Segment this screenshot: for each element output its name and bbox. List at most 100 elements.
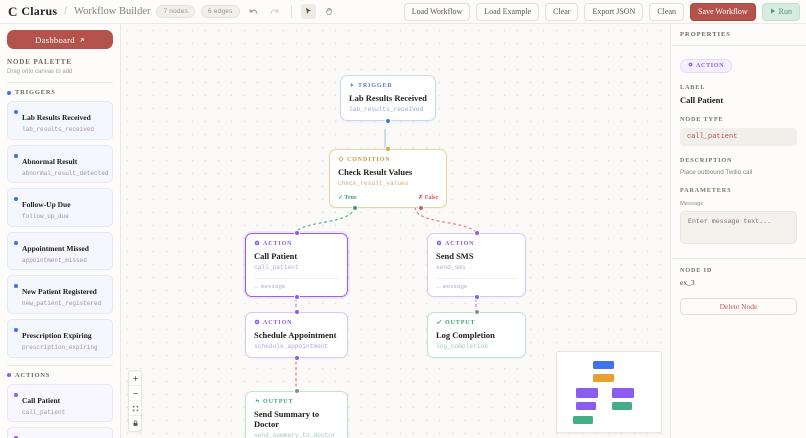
node-kind-label: ACTION: [445, 241, 475, 247]
lock-view-icon[interactable]: [129, 416, 141, 431]
dashboard-label: Dashboard: [35, 34, 75, 45]
delete-node-button[interactable]: Delete Node: [680, 297, 797, 315]
node-output-port[interactable]: [385, 117, 391, 124]
message-field-label: Message: [680, 200, 704, 207]
dashboard-button[interactable]: Dashboard: [7, 30, 113, 49]
node-kind-label: ACTION: [263, 320, 293, 326]
group-dot-icon: [7, 90, 11, 95]
palette-item-slug: appointment_missed: [22, 256, 87, 264]
pan-hand-icon[interactable]: [322, 4, 337, 19]
node-input-port[interactable]: [473, 230, 480, 236]
palette-item-dot-icon: [14, 327, 18, 332]
zoom-out-icon[interactable]: [129, 386, 141, 401]
branch-true-label: ✓ True: [338, 194, 357, 201]
undo-icon[interactable]: [246, 4, 261, 19]
node-kind-row: ACTION: [254, 240, 339, 248]
minimap-node: [576, 402, 596, 410]
nodeid-value: ex_3: [680, 277, 695, 287]
palette-item-label: Prescription Expiring: [22, 330, 92, 340]
export-json-button[interactable]: Export JSON: [584, 2, 644, 21]
canvas-node-send-sms[interactable]: ACTION Send SMS send_sms → message: [427, 230, 526, 300]
nodetype-field-heading: NODE TYPE: [680, 115, 724, 123]
minimap-node: [593, 361, 614, 369]
node-input-port[interactable]: [385, 146, 391, 152]
minimap[interactable]: [556, 351, 662, 433]
minimap-node: [593, 374, 614, 382]
run-button[interactable]: Run: [761, 2, 800, 21]
load-workflow-button[interactable]: Load Workflow: [403, 2, 471, 21]
palette-group-header-actions: ACTIONS: [7, 372, 113, 379]
palette-item-slug: follow_up_due: [22, 213, 69, 221]
nodeid-heading: NODE ID: [680, 266, 713, 274]
node-slug: send_summary_to_doctor: [254, 431, 336, 438]
minimap-node: [612, 388, 634, 398]
node-divider: [436, 277, 517, 279]
node-input-port[interactable]: [293, 230, 300, 236]
node-kind-label: OUTPUT: [263, 399, 294, 405]
brand[interactable]: C Clarus: [8, 4, 57, 19]
description-field-value: Place outbound Twilio call: [680, 168, 753, 176]
node-input-port[interactable]: [473, 309, 480, 315]
palette-item-dot-icon: [14, 392, 18, 397]
node-input-port[interactable]: [293, 388, 300, 394]
return-arrow-icon: [254, 398, 260, 406]
minimap-node: [612, 402, 632, 410]
parameters-heading: PARAMETERS: [680, 186, 732, 194]
label-field-value[interactable]: Call Patient: [680, 94, 724, 105]
node-output-port[interactable]: [293, 293, 300, 300]
fit-view-icon[interactable]: [129, 401, 141, 416]
check-icon: [436, 319, 442, 327]
palette-item-label: Abnormal Result: [22, 156, 78, 166]
node-slug: call_patient: [254, 263, 299, 271]
load-example-button[interactable]: Load Example: [476, 2, 540, 21]
canvas-node-condition[interactable]: CONDITION Check Result Values check_resu…: [329, 146, 447, 211]
node-input-port[interactable]: [293, 309, 300, 315]
branch-false-port[interactable]: [418, 204, 424, 211]
clear-button[interactable]: Clear: [545, 2, 579, 21]
message-input[interactable]: [680, 210, 797, 244]
node-kind-label: CONDITION: [347, 157, 391, 163]
node-kind-label: ACTION: [263, 241, 293, 247]
gear-icon: [254, 240, 260, 248]
canvas-node-call-patient[interactable]: ACTION Call Patient call_patient → messa…: [245, 230, 348, 300]
workflow-canvas[interactable]: TRIGGER Lab Results Received lab_results…: [121, 24, 670, 438]
node-output-port[interactable]: [293, 354, 300, 361]
canvas-node-trigger[interactable]: TRIGGER Lab Results Received lab_results…: [340, 75, 436, 124]
redo-icon[interactable]: [267, 4, 282, 19]
clarus-logo-icon: C: [8, 4, 18, 19]
clean-button[interactable]: Clean: [649, 2, 684, 21]
node-divider: [254, 277, 339, 279]
external-link-icon: [79, 35, 85, 45]
node-kind-row: OUTPUT: [254, 398, 339, 406]
cursor-icon[interactable]: [300, 4, 316, 19]
palette-item-dot-icon: [14, 110, 18, 114]
canvas-node-log-completion[interactable]: OUTPUT Log Completion log_completion: [427, 309, 526, 358]
canvas-node-schedule-appointment[interactable]: ACTION Schedule Appointment schedule_app…: [245, 309, 348, 361]
palette-item-abnormal_result_detected[interactable]: Abnormal Result abnormal_result_detected: [7, 144, 113, 184]
gear-icon: [436, 240, 442, 248]
play-icon: [770, 8, 776, 16]
palette-item-slug: abnormal_result_detected: [22, 169, 109, 177]
page-title: Workflow Builder: [74, 6, 151, 17]
save-workflow-button[interactable]: Save Workflow: [690, 2, 756, 21]
branch-true-port[interactable]: [352, 204, 358, 211]
node-output-port[interactable]: [473, 293, 480, 300]
zoom-controls[interactable]: [128, 370, 142, 432]
node-kind-label: TRIGGER: [358, 83, 393, 89]
diamond-icon: [338, 156, 344, 164]
zoom-in-icon[interactable]: [129, 371, 141, 386]
node-title: Schedule Appointment: [254, 330, 337, 340]
node-slug: schedule_appointment: [254, 342, 329, 350]
node-title: Send Summary to Doctor: [254, 409, 320, 429]
node-slug: send_sms: [436, 263, 466, 271]
node-slug: check_result_values: [338, 179, 409, 187]
canvas-node-send-summary[interactable]: OUTPUT Send Summary to Doctor send_summa…: [245, 388, 348, 438]
gear-icon: [688, 62, 693, 69]
